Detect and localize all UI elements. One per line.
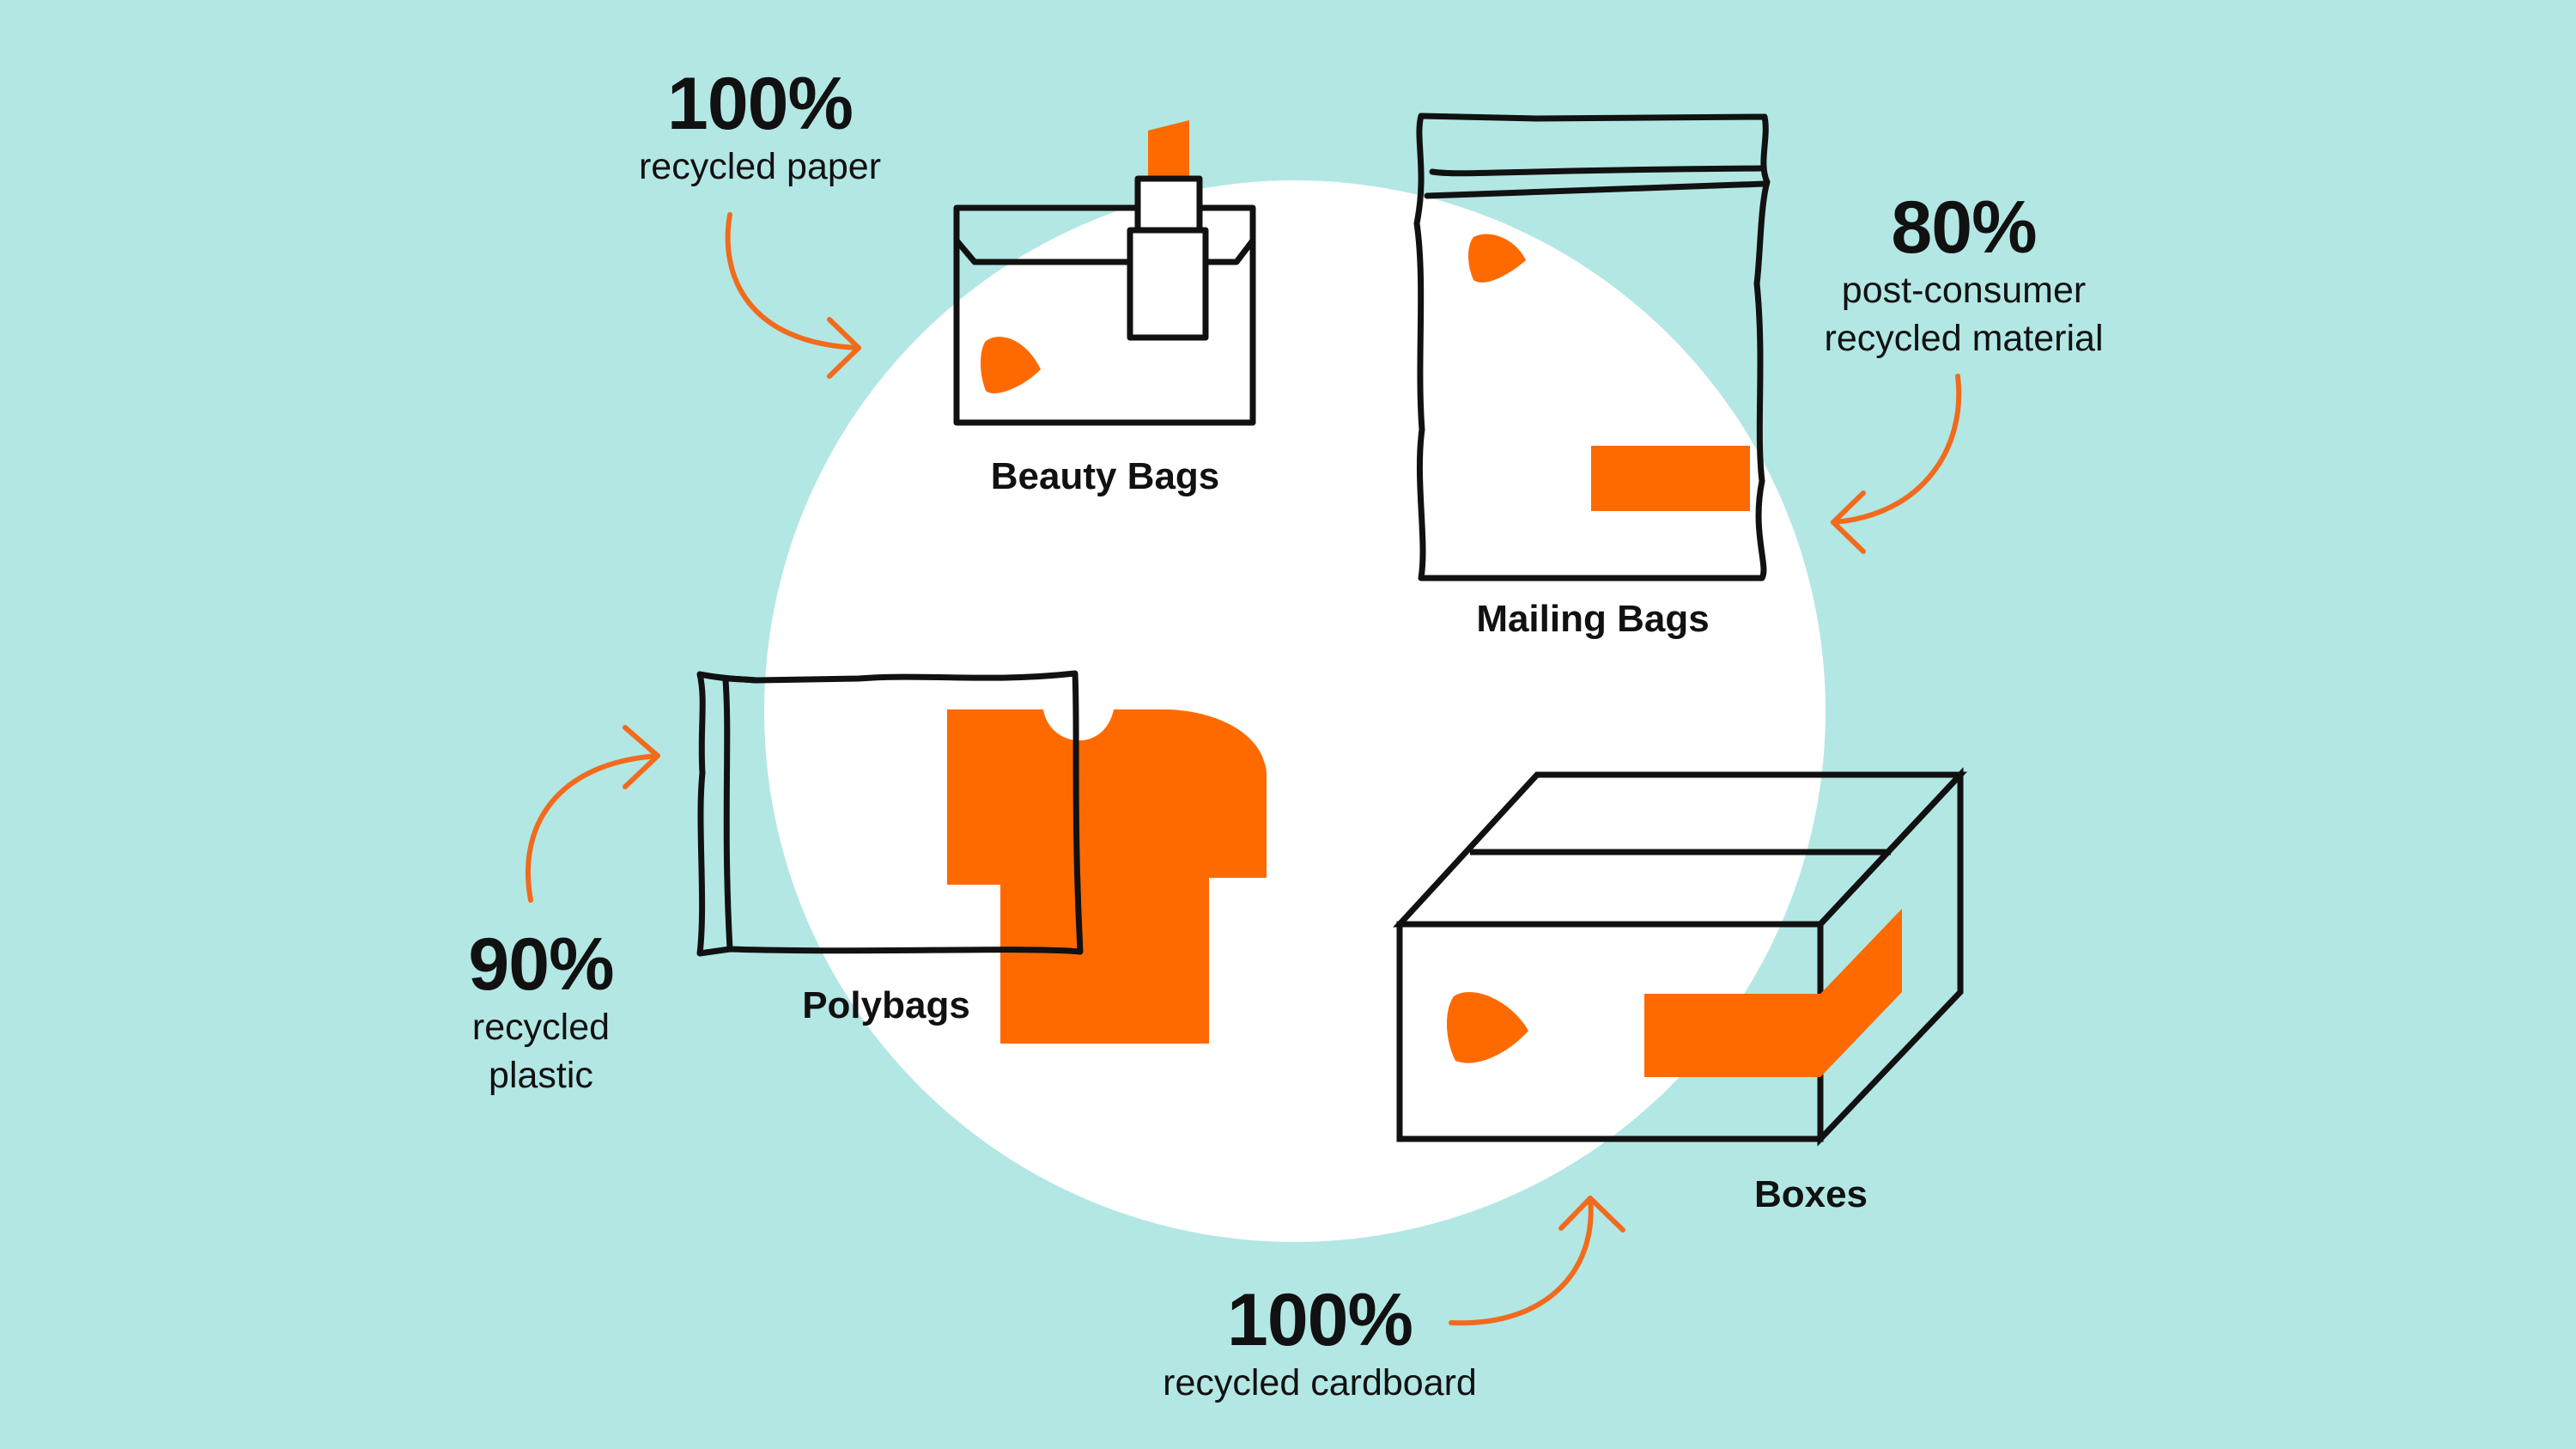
beauty-bag-icon: [953, 120, 1256, 426]
mailing-bag-icon: [1413, 113, 1771, 581]
brand-logo-icon: [981, 337, 1041, 393]
stat-material-line2: recycled material: [1824, 318, 2104, 359]
stat-material-line1: post-consumer: [1841, 270, 2087, 311]
stat-percent: 90%: [468, 923, 614, 1006]
shipping-label-icon: [1591, 446, 1750, 511]
stat-material: recycled paper: [638, 146, 882, 187]
stat-material-line2: plastic: [489, 1055, 593, 1096]
stat-material-line1: recycled: [471, 1007, 611, 1048]
product-label-beauty-bags: Beauty Bags: [990, 455, 1220, 497]
arrow-to-mailing-bags-icon: [1831, 374, 1962, 554]
product-label-boxes: Boxes: [1753, 1173, 1868, 1215]
stat-material: recycled cardboard: [1163, 1362, 1477, 1403]
stat-polybags: 90% recycled plastic: [468, 923, 614, 1099]
arrow-to-polybags-icon: [526, 725, 660, 903]
background-circle: [764, 180, 1826, 1242]
polybag-icon: [696, 670, 1267, 1044]
arrow-to-boxes-icon: [1449, 1196, 1625, 1326]
stat-percent: 100%: [667, 63, 854, 145]
stat-percent: 80%: [1891, 186, 2037, 269]
stat-beauty-bags: 100% recycled paper: [639, 67, 881, 191]
product-label-mailing-bags: Mailing Bags: [1476, 598, 1710, 640]
box-label-icon: [1644, 994, 1820, 1077]
brand-logo-icon: [1446, 991, 1528, 1063]
stat-boxes: 100% recycled cardboard: [1163, 1283, 1477, 1407]
box-icon: [1393, 767, 1968, 1147]
brand-logo-icon: [1468, 234, 1526, 283]
stat-mailing-bags: 80% post-consumer recycled material: [1825, 191, 2104, 362]
arrow-to-beauty-bags-icon: [725, 212, 861, 379]
stat-percent: 100%: [1227, 1279, 1413, 1361]
tshirt-icon: [947, 709, 1267, 1044]
product-label-polybags: Polybags: [802, 984, 970, 1026]
